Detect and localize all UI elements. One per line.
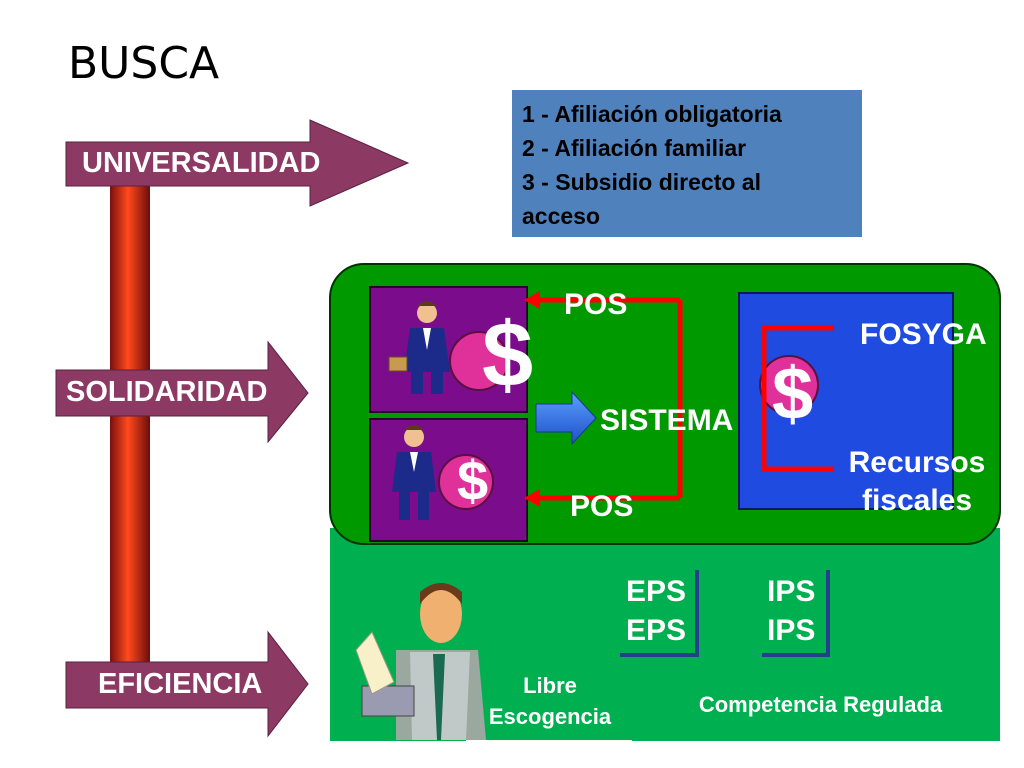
coin-1-icon [449,331,509,391]
businessman-1-icon [388,301,450,394]
libre-escogencia-strip [466,740,632,768]
libre-escogencia-label: Libre Escogencia [488,673,612,729]
solidaridad-label: SOLIDARIDAD [66,376,268,408]
pos-top-arrowhead [524,291,540,309]
ips-label: IPS [767,575,816,608]
fosyga-bracket [761,325,834,472]
universalidad-arrow [65,119,410,207]
page-title: BUSCA [68,38,220,89]
ips-label: IPS [767,614,816,647]
solidaridad-arrow [55,340,309,444]
coin-2-icon [438,454,494,510]
info-item: 1 - Afiliación obligatoria [522,101,782,127]
eficiencia-label: EFICIENCIA [98,668,263,700]
recursos-fiscales-label: Recursos fiscales [848,446,986,517]
pos-flow-lines [538,297,683,501]
pos-bottom-label: POS [570,490,634,523]
info-item: 2 - Afiliación familiar [522,135,747,161]
eps-label: EPS [626,614,687,647]
dollar-1-icon: $ [482,304,534,406]
sistema-arrow [535,390,597,446]
eps-ips-brackets [620,570,830,657]
competencia-regulada-label: Competencia Regulada [698,692,943,717]
eficiencia-arrow [65,630,309,738]
sistema-label: SISTEMA [600,404,734,437]
dollar-3-icon: $ [772,352,814,435]
pos-bottom-arrowhead [524,489,540,507]
voter-icon [355,583,486,740]
info-item: 3 - Subsidio directo al acceso [522,169,761,229]
universalidad-label: UNIVERSALIDAD [82,147,321,179]
fosyga-label: FOSYGA [860,318,987,351]
info-box: 1 - Afiliación obligatoria 2 - Afiliació… [512,90,862,237]
pos-top-label: POS [564,288,628,321]
coin-3-icon [759,355,819,415]
dollar-2-icon: $ [457,449,489,512]
eps-label: EPS [626,575,687,608]
pillar-bar [110,182,150,690]
businessman-2-icon [392,425,436,520]
